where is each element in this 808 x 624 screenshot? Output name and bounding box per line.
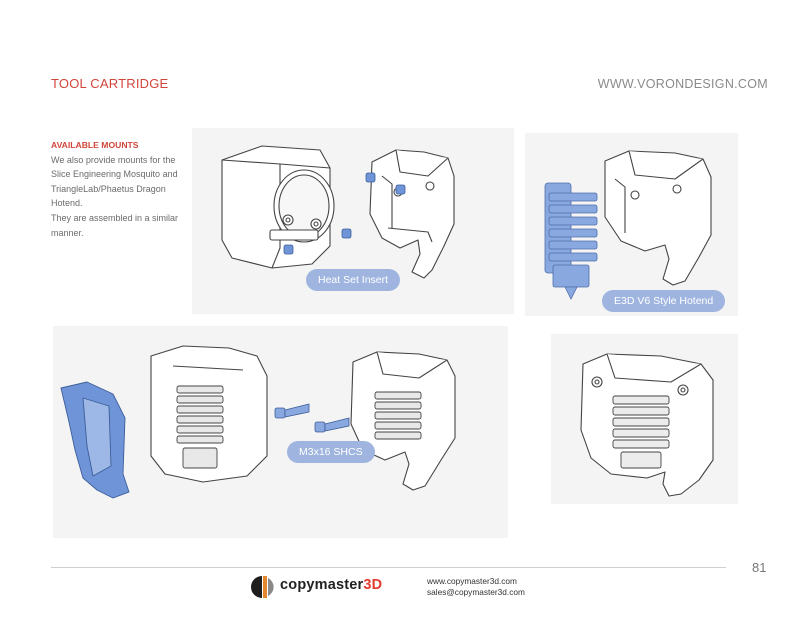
- heat-set-insert-figure: Heat Set Insert: [192, 128, 514, 314]
- contact-email[interactable]: sales@copymaster3d.com: [427, 586, 525, 597]
- section-title: TOOL CARTRIDGE: [51, 76, 169, 91]
- page-number: 81: [752, 560, 767, 575]
- finished-assembly-figure: [551, 334, 738, 504]
- contact-info: www.copymaster3d.com sales@copymaster3d.…: [427, 576, 525, 597]
- sidebar-line: Slice Engineering Mosquito and: [51, 169, 178, 180]
- logo-wordmark: copymaster3D: [280, 577, 383, 593]
- heat-set-insert-callout: Heat Set Insert: [306, 269, 401, 291]
- hotend-illustration: [544, 150, 712, 300]
- hotend-callout: E3D V6 Style Hotend: [602, 290, 726, 312]
- cartridge-illustration: [221, 145, 455, 279]
- sidebar-line: Hotend.: [51, 198, 83, 209]
- copymaster-logo-icon: [251, 576, 274, 598]
- hotend-figure: E3D V6 Style Hotend: [525, 133, 738, 316]
- sidebar-line: They are assembled in a similar: [51, 212, 179, 223]
- sidebar-text: AVAILABLE MOUNTS We also provide mounts …: [51, 138, 181, 240]
- sidebar-line: manner.: [51, 227, 84, 238]
- footer-divider: [51, 567, 726, 568]
- assembly-illustration: [60, 345, 456, 499]
- finished-illustration: [580, 353, 714, 497]
- screw-assembly-figure: M3x16 SHCS: [53, 326, 508, 538]
- sidebar-title: AVAILABLE MOUNTS: [51, 140, 139, 150]
- contact-website[interactable]: www.copymaster3d.com: [427, 576, 517, 586]
- screw-callout: M3x16 SHCS: [287, 441, 375, 463]
- copymaster-logo: copymaster3D: [250, 574, 390, 600]
- website-url[interactable]: WWW.VORONDESIGN.COM: [597, 77, 768, 91]
- sidebar-line: TriangleLab/Phaetus Dragon: [51, 183, 166, 194]
- sidebar-line: We also provide mounts for the: [51, 154, 176, 165]
